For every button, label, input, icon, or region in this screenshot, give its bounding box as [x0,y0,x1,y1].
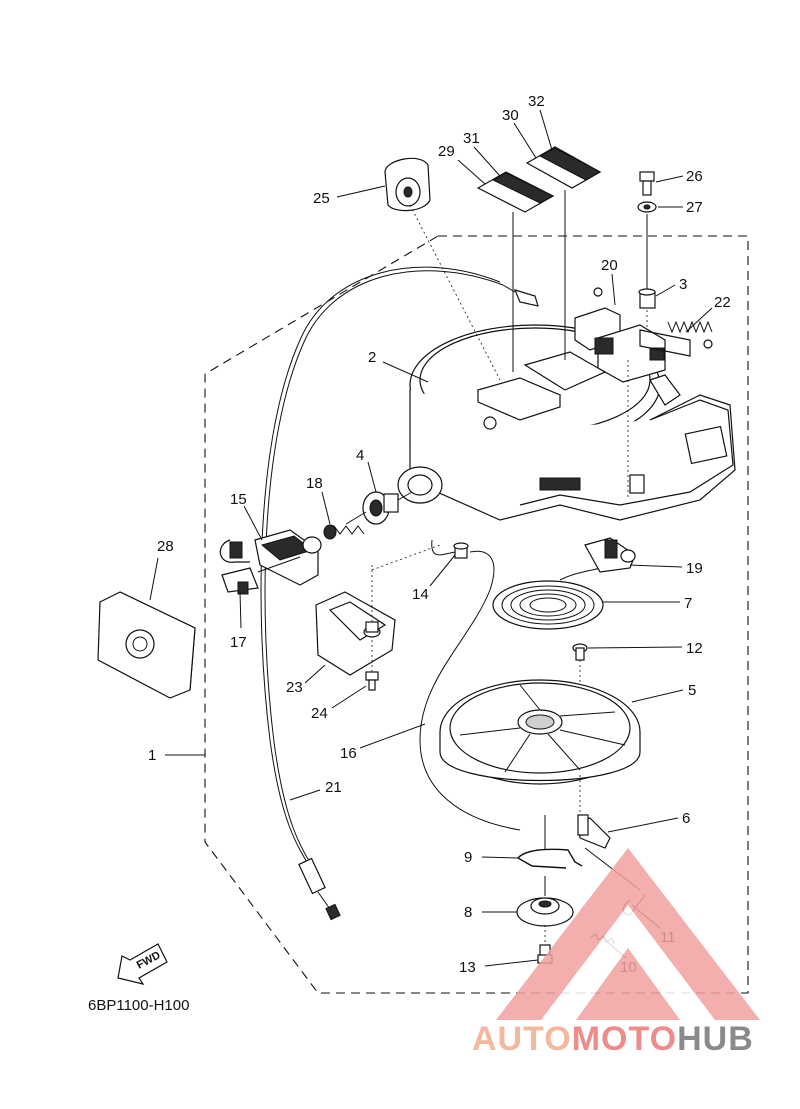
callout-3: 3 [679,276,687,293]
callout-24: 24 [311,705,328,722]
decal-29-31 [476,171,555,213]
callout-32: 32 [528,93,545,110]
pin-19 [584,537,636,573]
callout-14: 14 [412,586,429,603]
clip-14 [453,542,469,559]
callout-8: 8 [464,904,472,921]
bushing-4 [362,491,399,525]
screw-24 [365,671,379,691]
decal-30-32 [525,146,602,189]
cable-end-upper [502,284,539,307]
callout-30: 30 [502,107,519,124]
watermark-auto: AUTO [472,1020,572,1058]
fwd-arrow-icon: FWD [117,943,168,985]
starter-cable [260,266,501,881]
watermark-moto: MOTO [571,1020,678,1058]
callout-15: 15 [230,491,247,508]
callout-6: 6 [682,810,690,827]
callout-27: 27 [686,199,703,216]
callout-28: 28 [157,538,174,555]
assembly-boundary [204,235,749,994]
spring-18 [323,524,365,540]
callout-4: 4 [356,447,364,464]
callout-26: 26 [686,168,703,185]
callout-16: 16 [340,745,357,762]
callout-25: 25 [313,190,330,207]
callout-1: 1 [148,747,156,764]
bracket-23 [315,591,396,676]
callout-22: 22 [714,294,731,311]
watermark-text: AUTOMOTOHUB [472,1020,754,1059]
leader-lines [149,109,713,967]
watermark-hub: HUB [677,1020,754,1058]
grommet [384,157,431,212]
callout-2: 2 [368,349,376,366]
callout-7: 7 [684,595,692,612]
starter-housing [397,324,736,521]
collar-3 [638,288,656,309]
callout-numbers: 1 2 3 4 5 6 7 8 9 10 11 12 13 14 15 16 1… [148,93,731,976]
callout-20: 20 [601,257,618,274]
spiral-spring-7 [492,564,611,630]
lock-assembly [574,287,681,406]
clip-17 [221,567,259,595]
handle-15 [219,529,322,586]
spring-9 [517,848,583,869]
cable-end-fitting [298,857,341,921]
plate-8 [516,897,574,927]
cover-28 [97,591,196,699]
diagram-code: 6BP1100-H100 [88,997,189,1014]
callout-31: 31 [463,130,480,147]
callout-9: 9 [464,849,472,866]
rope-16 [419,550,521,831]
callout-19: 19 [686,560,703,577]
callout-23: 23 [286,679,303,696]
pulley-5 [439,679,641,785]
callout-17: 17 [230,634,247,651]
screw-12 [572,643,588,661]
callout-29: 29 [438,143,455,160]
callout-12: 12 [686,640,703,657]
callout-21: 21 [325,779,342,796]
callout-18: 18 [306,475,323,492]
bolt-26 [639,171,655,196]
pawl-6 [577,814,611,849]
callout-5: 5 [688,682,696,699]
spring-22 [639,320,713,357]
watermark-logo-icon [496,848,760,1020]
callout-13: 13 [459,959,476,976]
